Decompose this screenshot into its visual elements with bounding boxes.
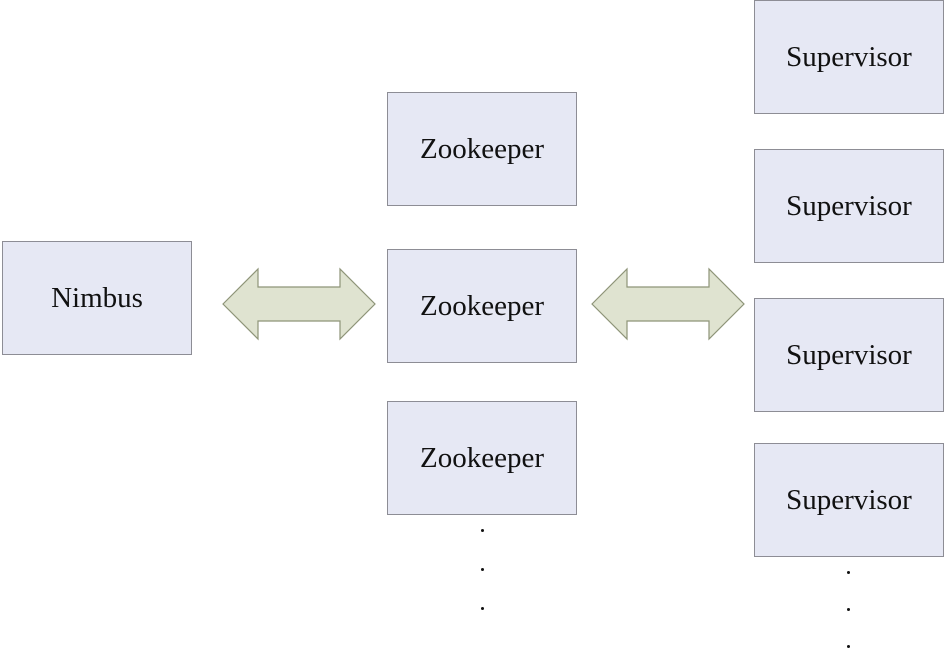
- double-arrow-icon: [591, 267, 745, 341]
- zookeeper-box: Zookeeper: [387, 249, 577, 363]
- zookeeper-label: Zookeeper: [420, 132, 544, 165]
- nimbus-box: Nimbus: [2, 241, 192, 355]
- zookeeper-box: Zookeeper: [387, 92, 577, 206]
- zookeeper-ellipsis-dot: [481, 607, 484, 610]
- double-arrow-icon: [222, 267, 376, 341]
- supervisor-box: Supervisor: [754, 298, 944, 412]
- zookeeper-ellipsis-dot: [481, 529, 484, 532]
- zookeeper-label: Zookeeper: [420, 441, 544, 474]
- supervisor-label: Supervisor: [786, 483, 912, 516]
- supervisor-box: Supervisor: [754, 0, 944, 114]
- supervisor-box: Supervisor: [754, 443, 944, 557]
- supervisor-label: Supervisor: [786, 40, 912, 73]
- supervisor-ellipsis-dot: [847, 608, 850, 611]
- supervisor-box: Supervisor: [754, 149, 944, 263]
- zookeeper-label: Zookeeper: [420, 289, 544, 322]
- zookeeper-supervisor-arrow-shape: [591, 267, 745, 341]
- supervisor-ellipsis-dot: [847, 571, 850, 574]
- nimbus-label: Nimbus: [51, 281, 143, 314]
- zookeeper-ellipsis-dot: [481, 568, 484, 571]
- supervisor-label: Supervisor: [786, 338, 912, 371]
- zookeeper-box: Zookeeper: [387, 401, 577, 515]
- supervisor-ellipsis-dot: [847, 645, 850, 648]
- nimbus-zookeeper-arrow-shape: [222, 267, 376, 341]
- supervisor-label: Supervisor: [786, 189, 912, 222]
